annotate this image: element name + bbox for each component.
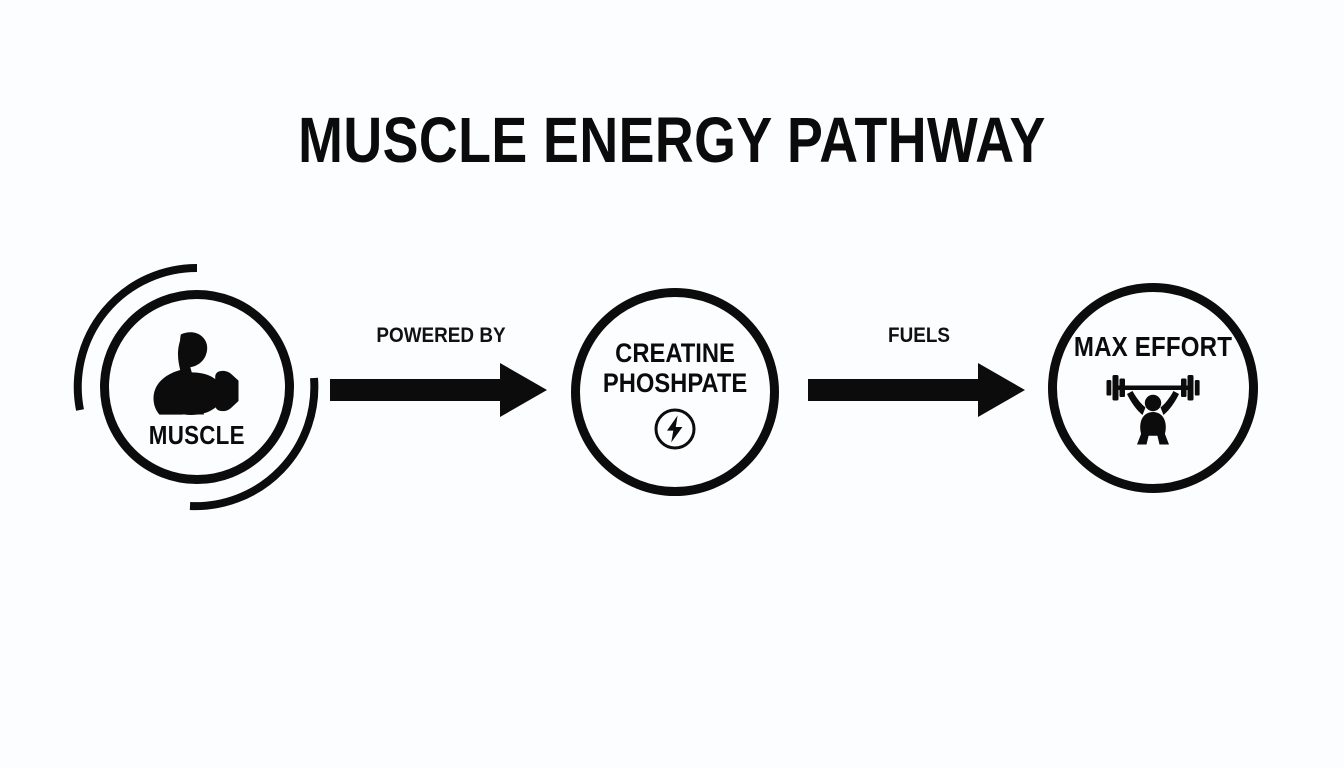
node-creatine-phosphate-label-line-2: PHOSHPATE <box>602 367 748 398</box>
arrow-right-icon <box>808 363 1025 417</box>
connector-fuels-label: FUELS <box>888 324 950 347</box>
page-title: MUSCLE ENERGY PATHWAY <box>298 104 1046 176</box>
node-max-effort-label: MAX EFFORT <box>1073 331 1233 362</box>
node-muscle[interactable]: MUSCLE <box>72 262 322 512</box>
node-max-effort-content: MAX EFFORT <box>1048 283 1258 493</box>
node-max-effort[interactable]: MAX EFFORT <box>1048 283 1258 493</box>
weightlifter-icon <box>1106 375 1200 445</box>
node-max-effort-ring <box>1048 283 1258 493</box>
node-muscle-ring <box>100 290 294 484</box>
connector-powered-by: POWERED BY <box>330 324 552 422</box>
lightning-bolt-icon <box>654 408 696 449</box>
node-creatine-phosphate-label-line-1: CREATINE <box>615 337 735 368</box>
connector-powered-by-label: POWERED BY <box>376 324 506 347</box>
node-creatine-phosphate[interactable]: CREATINE PHOSHPATE <box>571 288 779 496</box>
flexed-bicep-icon <box>153 332 239 415</box>
outer-arc-upper-left <box>73 263 198 411</box>
node-creatine-phosphate-content: CREATINE PHOSHPATE <box>571 288 779 496</box>
node-muscle-label: MUSCLE <box>149 420 245 450</box>
decorative-arc-group <box>73 263 319 511</box>
arrow-right-icon <box>330 363 547 417</box>
node-creatine-phosphate-ring <box>571 288 779 496</box>
connector-fuels: FUELS <box>808 324 1030 422</box>
node-muscle-content: MUSCLE <box>100 290 294 484</box>
outer-arc-lower-right <box>189 377 319 511</box>
